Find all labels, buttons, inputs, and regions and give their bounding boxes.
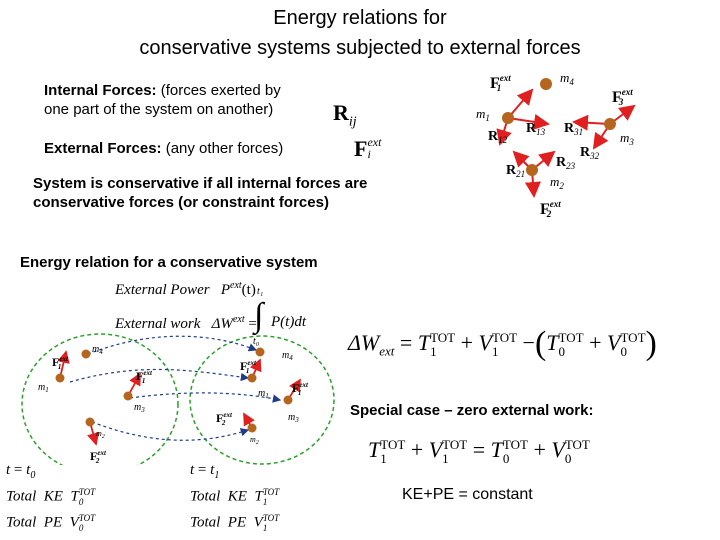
label-r21: R21 [506,163,525,179]
internal-forces-text: Internal Forces: (forces exerted by one … [44,81,281,119]
left-mass-2 [85,417,95,427]
label-m1: m1 [476,106,490,123]
mass-2 [526,164,538,176]
internal-force-symbol: Rij [333,100,357,130]
mass-1 [502,112,514,124]
internal-forces-label: Internal Forces: [44,82,157,99]
right-mass-3 [283,395,293,405]
label-r13: R13 [526,121,546,137]
label-m2: m2 [550,174,564,191]
trajectory-m3 [129,392,282,403]
force-arrow-f1 [507,88,534,119]
label-r12: R12 [488,129,508,145]
title-line2: conservative systems subjected to extern… [139,37,581,59]
left-label-m2: m2 [96,429,105,440]
right-mass-2 [247,423,257,433]
right-mass-4 [255,347,265,357]
left-label-m3: m3 [134,402,145,414]
ke-pe-constant: KE+PE = constant [402,486,533,503]
external-power: External Power Pext(t) [115,280,256,298]
force-arrow-r31 [572,114,611,131]
integral-sign: ∫ [254,297,264,334]
conservative-definition: System is conservative if all internal f… [33,175,368,211]
internal-forces-desc2: one part of the system on another) [44,101,274,118]
trajectory-m4 [87,335,258,355]
external-forces-text: External Forces: (any other forces) [44,139,283,158]
label-r32: R32 [580,145,600,161]
label-r31: R31 [564,121,583,137]
mass-3 [604,118,616,130]
system-boundary-t1 [189,335,335,465]
left-label-m1: m1 [38,382,49,394]
external-work: External work ΔWext = [115,314,257,332]
right-mass-1 [247,373,257,383]
title-line1: Energy relations for [273,7,447,29]
integrand: P(t)dt [271,314,306,330]
label-r23: R23 [556,155,576,171]
right-label-m1: m1 [258,388,269,400]
integral-upper: t₁ [257,286,264,297]
label-m3: m3 [620,130,634,147]
external-forces-desc: (any other forces) [161,140,284,157]
time-t1: t = t1 [190,462,220,481]
energy-relation-heading: Energy relation for a conservative syste… [20,254,318,271]
left-mass-4 [81,349,91,359]
trajectory-m1 [69,368,250,383]
special-case-label: Special case – zero external work: [350,402,594,419]
time-t0: t = t0 [6,462,36,481]
mass-4 [540,78,552,90]
system-boundary-t0 [21,333,179,465]
force-arrow-r13 [507,114,550,130]
internal-forces-desc1: (forces exerted by [156,82,281,99]
external-forces-label: External Forces: [44,140,162,157]
trajectory-m2 [91,421,250,441]
label-m4: m4 [560,70,574,87]
integral-lower: t₀ [253,336,260,347]
left-mass-3 [123,391,133,401]
left-label-m4: m4 [92,344,103,356]
right-label-m2: m2 [250,435,259,446]
left-mass-1 [55,373,65,383]
right-label-m4: m4 [282,350,293,362]
right-label-m3: m3 [288,412,299,424]
